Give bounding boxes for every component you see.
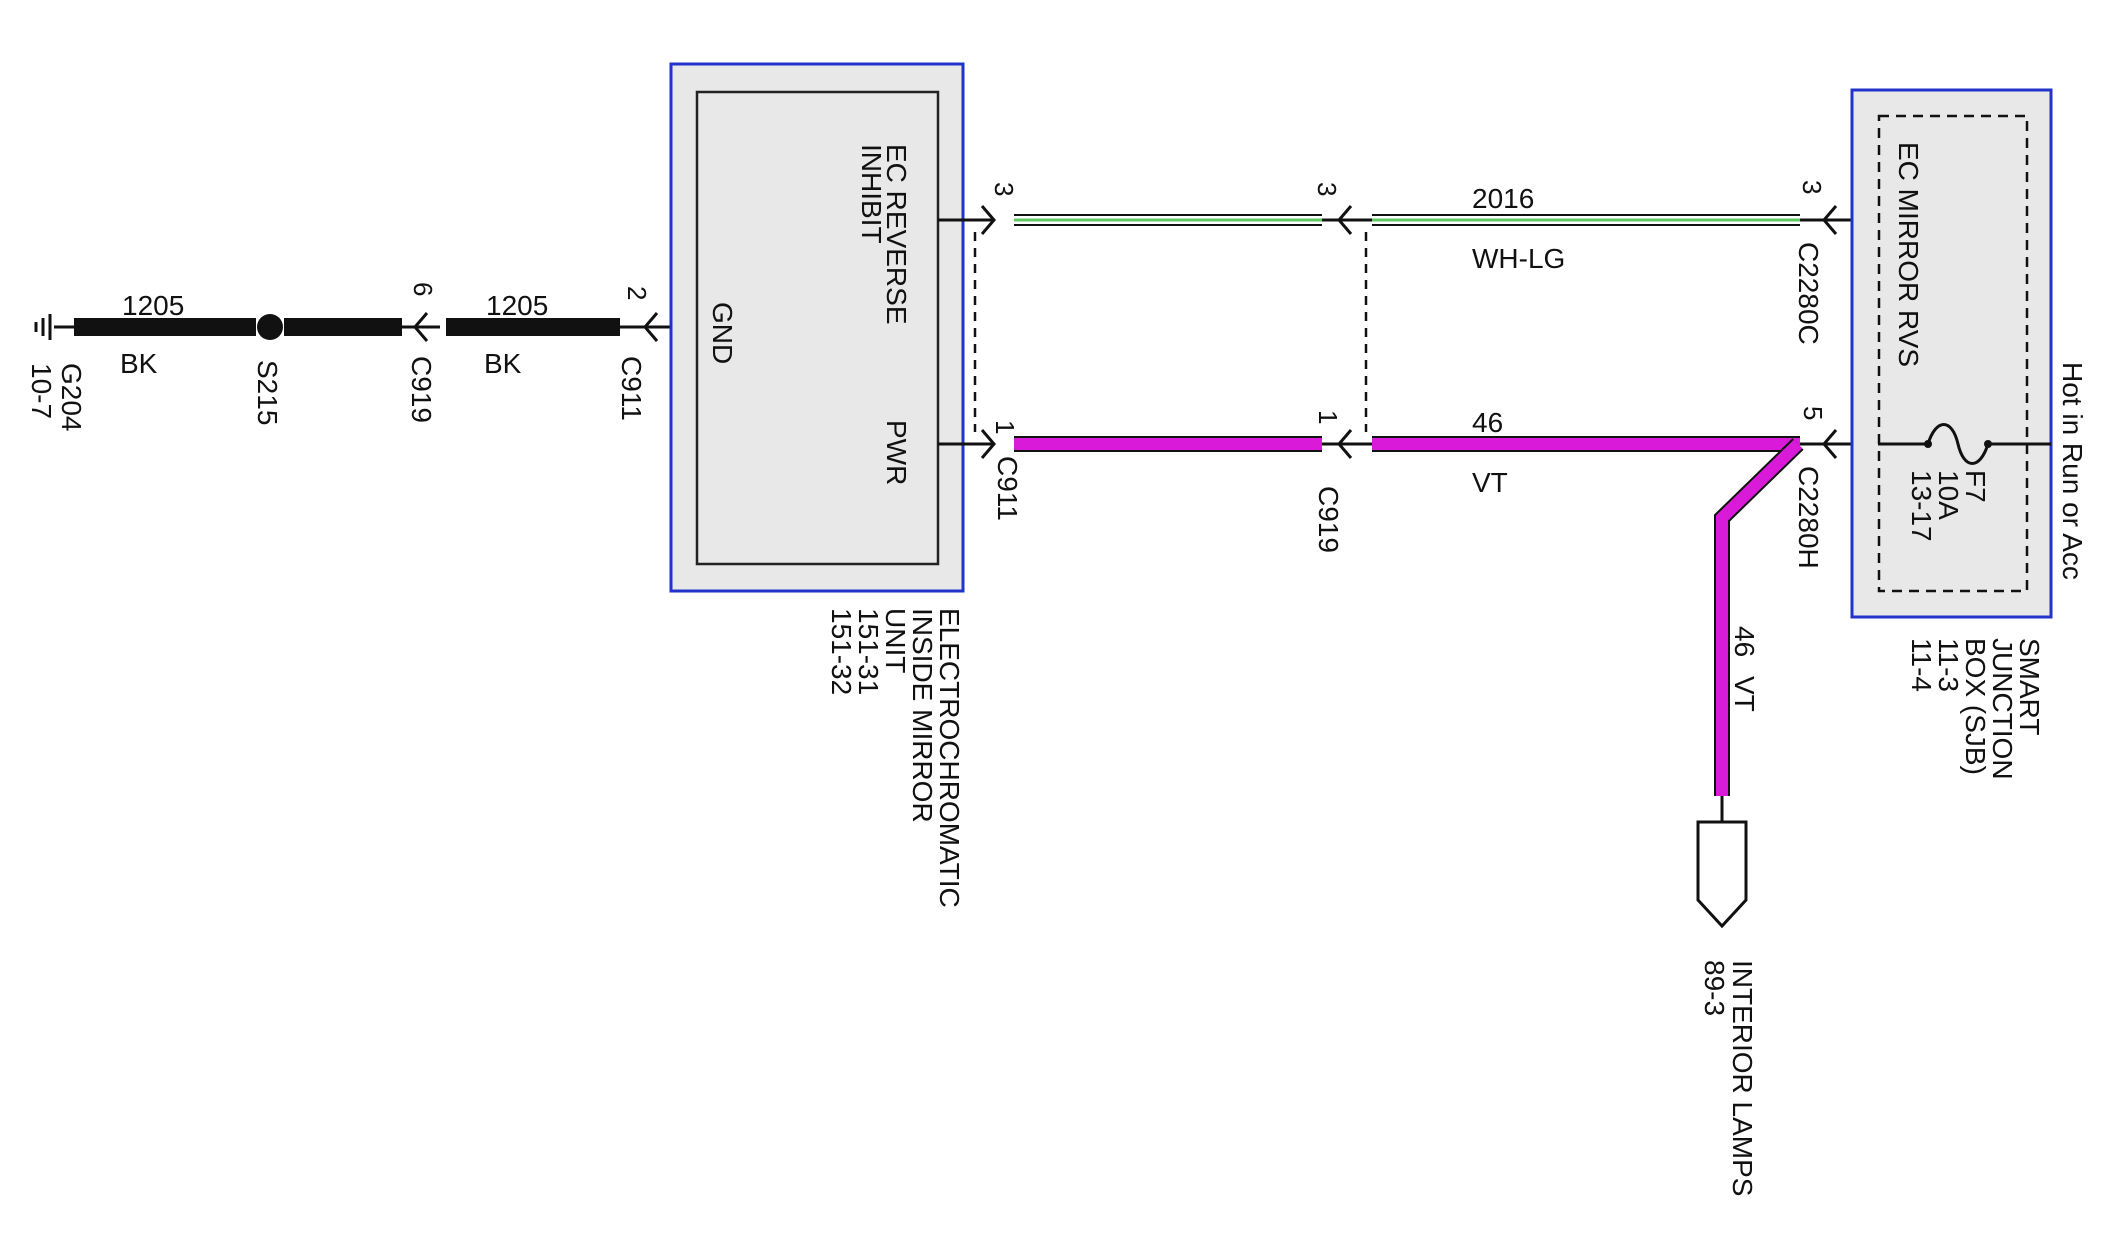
branch-circuit-46: 46 (1729, 626, 1760, 657)
connector-pin: 1 (1313, 410, 1343, 424)
wire-circuit-2016: 2016 (1472, 183, 1534, 214)
interior-lamps-label: INTERIOR LAMPS (1727, 960, 1758, 1196)
smart-junction-box (1850, 88, 2053, 619)
connector-pin: 3 (989, 182, 1019, 196)
svg-text:ELECTROCHROMATIC: ELECTROCHROMATIC (934, 608, 965, 908)
wire-color-bk-left: BK (120, 348, 158, 379)
connector-c919-gnd-label: C919 (406, 356, 437, 423)
ground-symbol (34, 314, 76, 340)
connector-c2280c-label: C2280C (1793, 242, 1824, 345)
svg-text:JUNCTION: JUNCTION (1987, 638, 2018, 780)
wire-circuit-46: 46 (1472, 407, 1503, 438)
module-pin-pwr: PWR (881, 420, 912, 485)
svg-text:UNIT: UNIT (880, 608, 911, 673)
connector-pin: 3 (1312, 182, 1342, 196)
connector-pin: 2 (622, 286, 652, 300)
fuse-ref: 13-17 (1906, 470, 1937, 542)
mirror-module-name: ELECTROCHROMATIC INSIDE MIRROR UNIT 151-… (826, 608, 965, 908)
wire-color-bk-right: BK (484, 348, 522, 379)
connector-c911-pwr (938, 429, 996, 459)
connector-pin: 6 (408, 282, 438, 296)
sjb-inner-label: EC MIRROR RVS (1893, 142, 1924, 367)
splice-dot (257, 314, 283, 340)
connector-pin: 5 (1798, 406, 1828, 420)
sjb-name: SMART JUNCTION BOX (SJB) 11-3 11-4 (1906, 638, 2045, 780)
wire-circuit-1205-left: 1205 (122, 290, 184, 321)
wire-circuit-1205-right: 1205 (486, 290, 548, 321)
fuse-name: F7 (1960, 470, 1991, 503)
mirror-module (669, 62, 965, 593)
svg-text:151-31: 151-31 (853, 608, 884, 695)
wire-color-vt: VT (1472, 467, 1508, 498)
connector-c919-pwr-label: C919 (1313, 486, 1344, 553)
ground-ref: 10-7 (26, 363, 57, 419)
fuse-rating: 10A (1933, 470, 1964, 520)
connector-c2280h-label: C2280H (1793, 466, 1824, 569)
branch-color-vt: VT (1729, 676, 1760, 712)
fuse-feed-line (1878, 423, 2051, 465)
svg-text:BOX (SJB): BOX (SJB) (1960, 638, 1991, 775)
splice-label: S215 (252, 360, 283, 425)
connector-c919-gnd (402, 312, 440, 342)
svg-text:SMART: SMART (2014, 638, 2045, 736)
fuse-icon (1924, 440, 1992, 448)
ground-label: G204 (56, 363, 87, 432)
svg-text:11-4: 11-4 (1906, 638, 1937, 692)
svg-text:151-32: 151-32 (826, 608, 857, 695)
interior-lamps-terminal (1696, 796, 1748, 929)
connector-c911-gnd-label: C911 (616, 356, 647, 421)
interior-lamps-ref: 89-3 (1699, 960, 1730, 1016)
wire-color-wh-lg: WH-LG (1472, 243, 1565, 274)
feed-label: Hot in Run or Acc (2057, 362, 2088, 580)
connector-c919-pwr (1322, 429, 1372, 459)
module-pin-reverse-line2: INHIBIT (856, 144, 887, 244)
connector-c919-sig (1322, 205, 1372, 235)
module-pin-gnd: GND (707, 302, 738, 364)
svg-text:11-3: 11-3 (1933, 638, 1964, 692)
connector-body-dashes (973, 232, 1368, 432)
connector-pin: 3 (1797, 180, 1827, 194)
connector-c911-sig (938, 205, 996, 235)
connector-pin: 1 (990, 420, 1020, 434)
connector-c911-pwr-label: C911 (992, 456, 1023, 521)
svg-text:INSIDE MIRROR: INSIDE MIRROR (907, 608, 938, 823)
module-pin-reverse-line1: EC REVERSE (881, 144, 912, 325)
wire-46-vt-branch (1714, 438, 1804, 796)
